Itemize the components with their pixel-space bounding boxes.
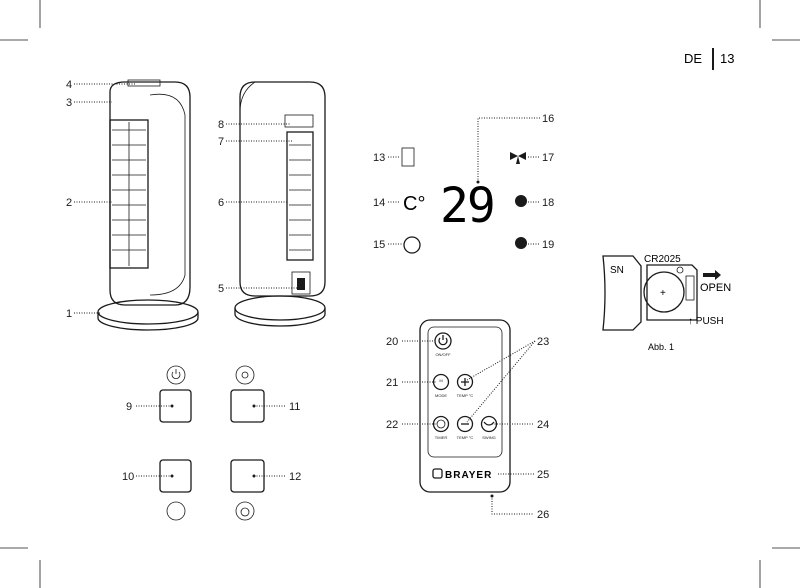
brand-name: BRAYER [445, 470, 492, 481]
callout-label: 12 [289, 471, 301, 483]
svg-text:+: + [660, 288, 666, 299]
callout-label: 14 [373, 197, 385, 209]
callout-label: CR2025 [644, 254, 681, 265]
control-panel-buttons: 9 10 11 12 [122, 365, 301, 521]
heater-back-illustration [234, 81, 326, 327]
callouts-heater: 1 2 3 4 5 6 7 8 [66, 79, 298, 320]
callout-label: 15 [373, 239, 385, 251]
callout-label: 7 [218, 136, 224, 148]
callout-label: ON/OFF [435, 352, 451, 357]
power-icon [166, 365, 186, 385]
callout-label: 22 [386, 419, 398, 431]
remote-swing-button [480, 415, 498, 433]
remote-timer-button [432, 415, 450, 433]
battery-figure: SN + CR2025 OPEN ↑ PUSH Abb. 1 [602, 254, 731, 352]
callout-label: 20 [386, 336, 398, 348]
callout-label: 25 [537, 469, 549, 481]
callout-label: 13 [373, 152, 385, 164]
celsius-indicator-icon: C° [403, 193, 425, 215]
remote-temp-down-button [456, 415, 474, 433]
callout-label: 11 [289, 401, 300, 413]
callout-label: 10 [122, 471, 134, 483]
callout-label: M [439, 378, 442, 383]
callout-label: 26 [537, 509, 549, 521]
heater-front-illustration [97, 79, 199, 331]
swing-indicator-icon [401, 147, 415, 167]
callout-label: 3 [66, 97, 72, 109]
callout-label: TIMER [435, 435, 448, 440]
remote-mode-button [432, 373, 450, 391]
callout-label: MODE [435, 393, 447, 398]
callout-label: 5 [218, 283, 224, 295]
sun-icon [235, 365, 255, 385]
swing-icon [166, 501, 186, 521]
remote-temp-up-button [456, 373, 474, 391]
callout-label: 2 [66, 197, 72, 209]
callout-label: 6 [218, 197, 224, 209]
heat-high-indicator-icon [515, 237, 527, 249]
callout-label: OPEN [700, 282, 731, 294]
page-number: 13 [720, 51, 734, 66]
callout-label: 9 [126, 401, 132, 413]
callout-label: 21 [386, 377, 398, 389]
callout-label: 16 [542, 113, 554, 125]
callout-label: TEMP °C [457, 393, 474, 398]
timer-indicator-icon [403, 236, 421, 254]
button-10 [159, 459, 192, 493]
callout-label: SWING [482, 435, 496, 440]
display-panel: 29 C° 13 14 15 16 17 18 19 [373, 113, 554, 254]
page-language: DE [684, 51, 702, 66]
callout-label: SN [610, 265, 624, 276]
callout-label: TEMP °C [457, 435, 474, 440]
callout-label: 24 [537, 419, 549, 431]
display-temperature: 29 [440, 178, 494, 234]
timer-icon [235, 501, 255, 521]
callout-label: 23 [537, 336, 549, 348]
heat-low-indicator-icon [515, 195, 527, 207]
arrow-right-icon [703, 270, 721, 280]
callout-label: 1 [66, 308, 72, 320]
callout-label: 17 [542, 152, 554, 164]
callout-label: 18 [542, 197, 554, 209]
button-9 [159, 389, 192, 423]
remote-control: ON/OFF M MODE TEMP °C TIMER TEMP °C SWIN… [386, 319, 549, 521]
callout-label: 8 [218, 119, 224, 131]
callout-label: 19 [542, 239, 554, 251]
callout-label: 4 [66, 79, 72, 91]
fan-indicator-icon [510, 152, 526, 164]
callout-label: Abb. 1 [648, 342, 674, 352]
brayer-logo-icon [432, 468, 443, 479]
callout-label: ↑ PUSH [688, 316, 724, 327]
